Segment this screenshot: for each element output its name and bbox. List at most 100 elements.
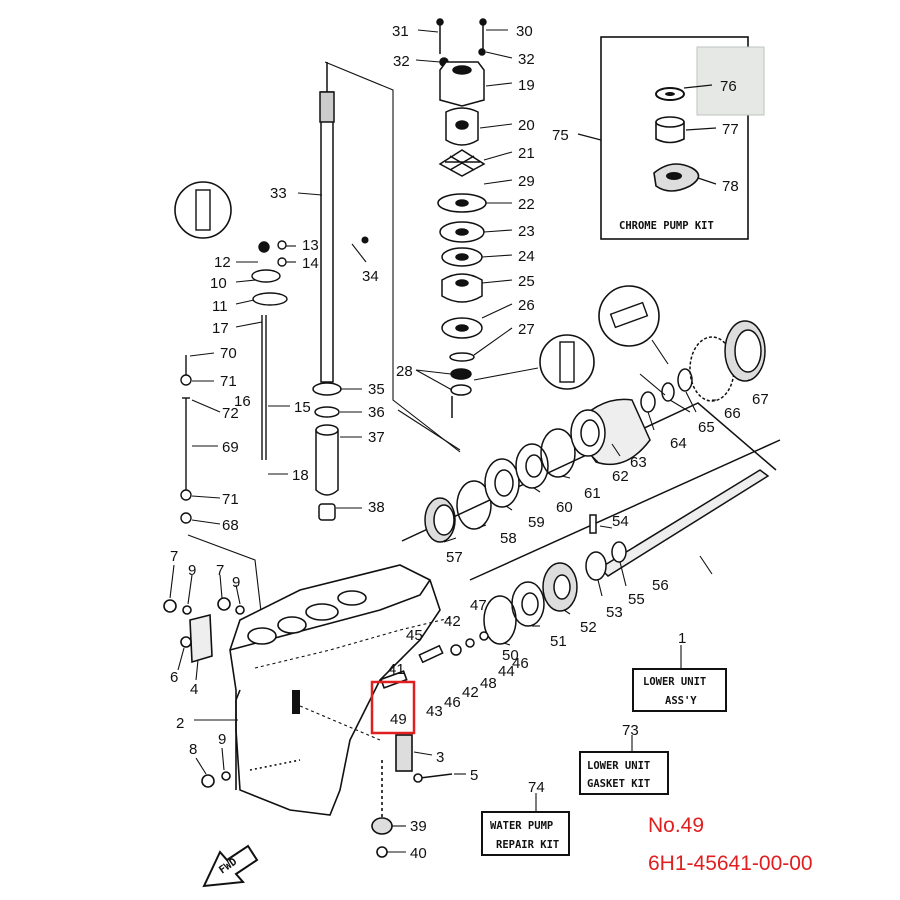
pump-leaders [324,29,539,453]
callout-c35: 35 [368,381,385,398]
callout-c12: 12 [214,254,231,271]
callout-c60: 60 [556,499,573,516]
callout-c51: 51 [550,633,567,650]
water-pump-repair-box: WATER PUMP REPAIR KIT [481,811,570,856]
callout-c49: 49 [390,711,407,728]
shaft-leaders [297,192,369,509]
chrome-pump-kit-box [577,36,765,240]
callout-c62: 62 [612,468,629,485]
callout-c50: 50 [502,647,519,664]
lower-casing [163,564,453,858]
callout-c65: 65 [698,419,715,436]
callout-c56: 56 [652,577,669,594]
callout-c8: 8 [189,741,197,758]
highlight-76 [696,46,765,116]
callout-c69: 69 [222,439,239,456]
callout-c75: 75 [552,127,569,144]
callout-c14: 14 [302,255,319,272]
callout-c72: 72 [222,405,239,422]
callout-c48: 48 [480,675,497,692]
part-number: No.49 [648,814,705,837]
prop-shaft-assembly [392,320,781,664]
callout-c57: 57 [446,549,463,566]
callout-c71b: 71 [222,491,239,508]
part-code: 6H1-45641-00-00 [648,852,813,875]
callout-c11: 11 [212,298,228,315]
callout-c3: 3 [436,749,444,766]
callout-c36: 36 [368,404,385,421]
callout-c21: 21 [518,145,535,162]
part-77-liner [655,116,685,144]
callout-c42b: 42 [462,684,479,701]
callout-c77: 77 [722,121,739,138]
callout-c59: 59 [528,514,545,531]
callout-c38: 38 [368,499,385,516]
forward-arrow: FWD [202,844,259,888]
callout-c46b: 46 [444,694,461,711]
callout-c67: 67 [752,391,769,408]
grease-badge-right [598,285,660,347]
callout-c27: 27 [518,321,535,338]
water-pump-stack [436,18,487,418]
driveshaft [312,62,342,521]
callout-c71a: 71 [220,373,237,390]
callout-c58: 58 [500,530,517,547]
callout-c54: 54 [612,513,629,530]
callout-c26: 26 [518,297,535,314]
callout-c32a: 32 [393,53,410,70]
callout-c70: 70 [220,345,237,362]
shift-rod-assembly [180,240,288,524]
callout-c13: 13 [302,237,319,254]
callout-c42a: 42 [444,613,461,630]
left-leaders [187,245,296,621]
callout-c22: 22 [518,196,535,213]
svg-text:LOWER UNIT: LOWER UNIT [587,760,650,772]
part-76-washer [655,87,685,101]
callout-c7a: 7 [170,548,178,565]
callout-c31: 31 [392,23,409,40]
callout-c29: 29 [518,173,535,190]
callout-c30: 30 [516,23,533,40]
part-78-plate [653,163,700,192]
callout-c44: 44 [498,663,515,680]
svg-text:LOWER UNIT: LOWER UNIT [643,676,706,688]
callout-c45: 45 [406,627,423,644]
callout-c78: 78 [722,178,739,195]
callout-c41: 41 [388,661,405,678]
casing-leaders [169,564,682,853]
callout-c6: 6 [170,669,178,686]
callout-c55: 55 [628,591,645,608]
callout-c19: 19 [518,77,535,94]
callout-c61: 61 [584,485,601,502]
callout-c9a: 9 [188,562,196,579]
callout-c46a: 46 [512,655,529,672]
callout-c28: 28 [396,363,413,380]
callout-c52: 52 [580,619,597,636]
grease-badge-middle [539,334,595,390]
callout-c24: 24 [518,248,535,265]
callout-c73: 73 [622,722,639,739]
part-49-highlight [370,680,416,735]
callout-c7b: 7 [216,562,224,579]
callout-c9c: 9 [218,731,226,748]
callout-c4: 4 [190,681,198,698]
callout-c33: 33 [270,185,287,202]
svg-text:REPAIR KIT: REPAIR KIT [496,839,559,851]
callout-c34: 34 [362,268,379,285]
callout-c43: 43 [426,703,443,720]
callout-c10: 10 [210,275,227,292]
svg-text:WATER PUMP: WATER PUMP [490,820,553,832]
callout-c16: 16 [234,393,251,410]
callout-c68: 68 [222,517,239,534]
callout-c74: 74 [528,779,545,796]
callout-c20: 20 [518,117,535,134]
callout-c63: 63 [630,454,647,471]
callout-c47: 47 [470,597,487,614]
callout-c37: 37 [368,429,385,446]
callout-c39: 39 [410,818,427,835]
callout-c25: 25 [518,273,535,290]
callout-c5: 5 [470,767,478,784]
callout-c64: 64 [670,435,687,452]
grease-badge-left [174,181,232,239]
callout-c66: 66 [724,405,741,422]
